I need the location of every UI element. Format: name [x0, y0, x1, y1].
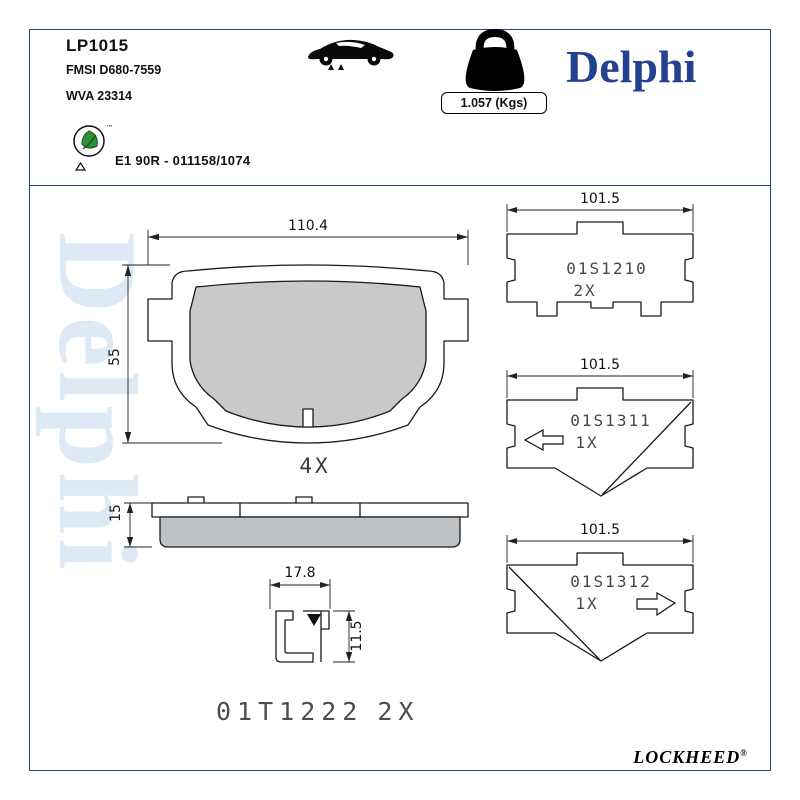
shim2-outline	[506, 387, 694, 497]
trademark-symbol: ™	[106, 124, 113, 132]
shim3-width-value: 101.5	[580, 522, 620, 538]
clip-spring-tab	[307, 614, 321, 626]
shim2-quantity: 1X	[575, 433, 598, 452]
leaf-shape	[81, 130, 98, 149]
car-window	[336, 41, 365, 48]
shim1-part-number: 01S1210	[566, 259, 647, 278]
lockheed-wordmark: LOCKHEED	[633, 747, 741, 767]
clip-quantity: 2X	[377, 697, 420, 726]
clip-drawing: 17.8 11.5	[269, 565, 365, 663]
kettlebell-body	[465, 47, 525, 91]
registered-symbol: ®	[740, 748, 748, 758]
shim2-width-dimension: 101.5	[506, 357, 694, 398]
shim3-quantity: 1X	[575, 594, 598, 613]
clip-width-dimension: 17.8	[269, 565, 331, 609]
shim1-width-dimension: 101.5	[506, 191, 694, 232]
friction-material	[189, 280, 427, 428]
width-dimension: 110.4	[147, 218, 469, 265]
brand-watermark: Delphi	[35, 232, 159, 574]
shim3-outline	[506, 552, 694, 662]
wva-code: WVA 23314	[66, 89, 133, 103]
shim-drawing-1: 101.5 01S1210 2X	[506, 191, 694, 317]
brand-logo: Delphi	[566, 41, 697, 92]
direction-arrow-right-icon	[636, 591, 677, 617]
header-separator	[29, 185, 770, 186]
shim-drawing-2: 101.5 01S1311 1X	[506, 357, 694, 497]
backing-plate-side	[151, 502, 469, 518]
weight-icon	[465, 28, 525, 91]
shim2-fold-line	[601, 401, 692, 496]
eco-leaf-icon: ™	[73, 124, 113, 171]
part-number: LP1015	[66, 36, 129, 55]
pad-thickness-value: 15	[108, 504, 124, 522]
car-mark-icon	[338, 64, 344, 70]
direction-arrow-left-icon	[523, 428, 564, 452]
pad-side-drawing: 15	[108, 496, 469, 548]
thickness-dimension: 15	[108, 502, 152, 548]
shim1-quantity: 2X	[573, 281, 596, 300]
weight-value: 1.057 (Kgs)	[441, 92, 547, 114]
shim1-outline	[506, 221, 694, 317]
friction-side	[159, 516, 461, 548]
shim3-fold-line	[508, 566, 601, 661]
car-mark-icon	[328, 64, 334, 70]
fmsi-code: FMSI D680-7559	[66, 63, 162, 77]
pad-width-value: 110.4	[288, 218, 328, 234]
clip-height-dimension: 11.5	[333, 610, 365, 663]
shim3-width-dimension: 101.5	[506, 522, 694, 563]
shim1-width-value: 101.5	[580, 191, 620, 207]
clip-part-number: 01T1222	[216, 697, 364, 726]
shim-drawing-3: 101.5 01S1312 1X	[506, 522, 694, 662]
pad-quantity: 4X	[299, 454, 330, 478]
shim2-width-value: 101.5	[580, 357, 620, 373]
car-icon	[308, 39, 394, 70]
clip-body	[275, 610, 314, 663]
center-slot	[302, 408, 314, 428]
eco-cert-mark	[74, 161, 87, 171]
height-dimension: 55	[107, 264, 222, 444]
approval-number: E1 90R - 011158/1074	[115, 153, 251, 168]
pad-front-drawing: 110.4 55 4X	[107, 218, 469, 478]
clip-part-label: 01T1222 2X	[216, 697, 433, 726]
shim2-part-number: 01S1311	[570, 411, 651, 430]
lockheed-logo: LOCKHEED®	[633, 747, 748, 768]
shim3-part-number: 01S1312	[570, 572, 651, 591]
kettlebell-handle	[475, 28, 515, 55]
clip-width-value: 17.8	[284, 565, 315, 581]
pad-height-value: 55	[107, 348, 123, 366]
clip-height-value: 11.5	[349, 620, 365, 651]
